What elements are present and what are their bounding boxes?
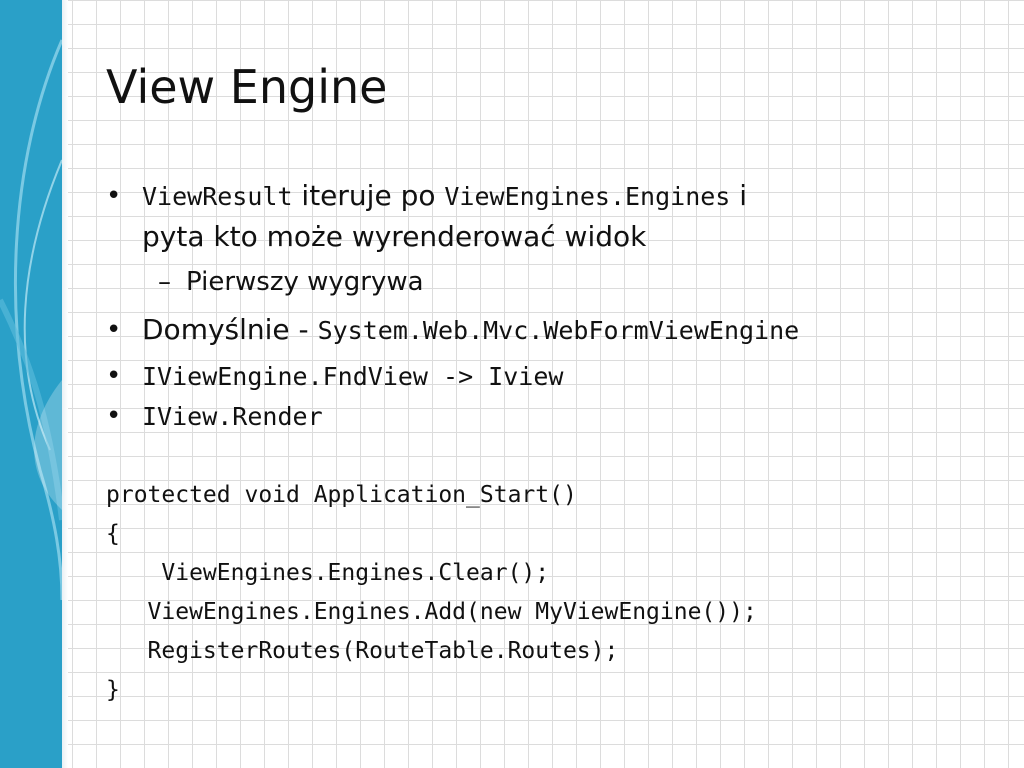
code-line: protected void Application_Start() <box>106 482 577 508</box>
bullet-item: • IViewEngine.FndView -> Iview <box>104 356 964 397</box>
sub-bullet-item: – Pierwszy wygrywa <box>158 264 424 300</box>
code-inline: IView.Render <box>142 402 323 431</box>
bullet-item: • IView.Render <box>104 396 964 437</box>
side-strip <box>62 0 68 768</box>
code-line: ViewEngines.Engines.Add(new MyViewEngine… <box>106 599 757 625</box>
bullet-item: • Domyślnie - System.Web.Mvc.WebFormView… <box>104 310 964 351</box>
slide-title: View Engine <box>106 60 388 114</box>
code-line: } <box>106 677 120 703</box>
sub-bullet-text: Pierwszy wygrywa <box>186 267 424 297</box>
code-inline: System.Web.Mvc.WebFormViewEngine <box>317 316 800 345</box>
bullet-text: iteruje po <box>292 179 445 212</box>
bullet-text: i <box>730 179 748 212</box>
sub-bullet-marker: – <box>158 267 171 297</box>
code-line: { <box>106 521 120 547</box>
code-inline: ViewEngines.Engines <box>444 182 731 211</box>
code-inline: IViewEngine.FndView -> Iview <box>142 362 564 391</box>
wave-decoration <box>0 39 62 601</box>
bullet-marker: • <box>106 361 122 391</box>
bullet-item: • ViewResult iteruje po ViewEngines.Engi… <box>104 176 964 257</box>
bullet-text: pyta kto może wyrenderować widok <box>142 220 647 253</box>
decorative-side-bar <box>0 0 62 768</box>
bullet-text: Domyślnie - <box>142 313 318 346</box>
bullet-marker: • <box>106 181 122 211</box>
code-line: RegisterRoutes(RouteTable.Routes); <box>106 638 619 664</box>
code-block: protected void Application_Start() { View… <box>106 476 757 710</box>
bullet-marker: • <box>106 315 122 345</box>
bullet-marker: • <box>106 401 122 431</box>
code-line: ViewEngines.Engines.Clear(); <box>106 560 550 586</box>
code-inline: ViewResult <box>142 182 293 211</box>
